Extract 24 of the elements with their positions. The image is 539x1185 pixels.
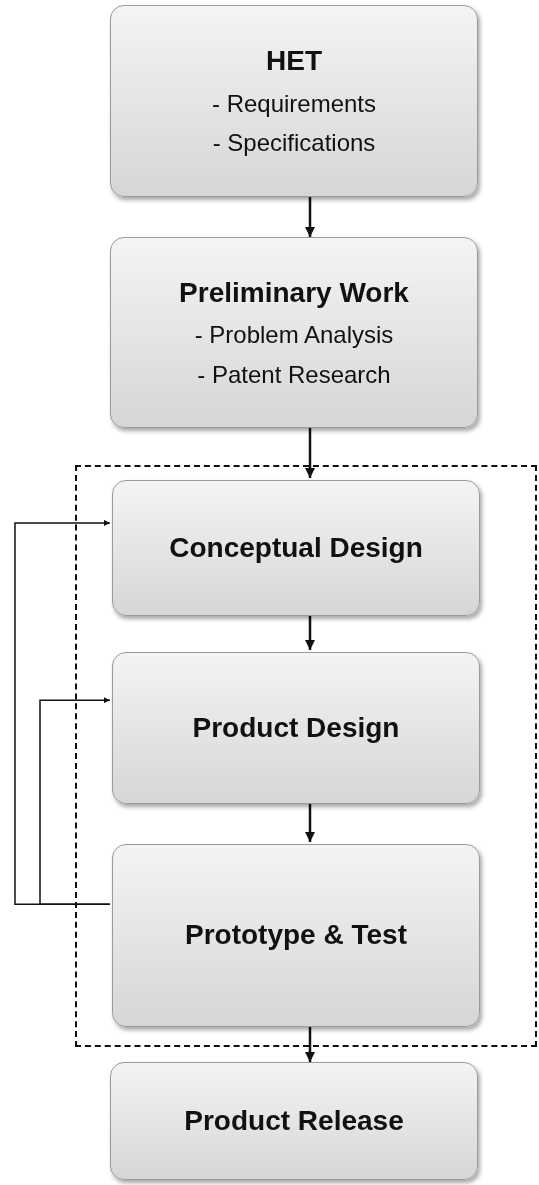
- process-box: [110, 5, 478, 197]
- arrow: [39, 697, 111, 905]
- list-item: - Patent Research: [197, 360, 391, 389]
- list-item: - Specifications: [212, 129, 376, 157]
- box-heading: Product Design: [192, 711, 400, 745]
- box-heading: Product Release: [184, 1104, 404, 1138]
- arrow: [14, 519, 111, 905]
- process-box: [112, 480, 480, 616]
- box-heading: Conceptual Design: [169, 531, 423, 565]
- arrow: [305, 802, 315, 842]
- box-heading: Prototype & Test: [185, 919, 407, 952]
- arrow: [305, 428, 315, 478]
- box-heading: HET: [266, 45, 322, 78]
- process-box: [110, 237, 478, 428]
- arrow: [305, 197, 315, 237]
- list-item: - Problem Analysis: [194, 321, 394, 349]
- arrow: [305, 614, 315, 650]
- list-item: - Requirements: [211, 89, 377, 118]
- box-heading: Preliminary Work: [179, 276, 409, 309]
- process-box: [110, 1062, 478, 1180]
- process-box: [112, 844, 480, 1027]
- process-box: [112, 652, 480, 804]
- arrow: [305, 1025, 315, 1062]
- dashed-group-box: [75, 465, 537, 1047]
